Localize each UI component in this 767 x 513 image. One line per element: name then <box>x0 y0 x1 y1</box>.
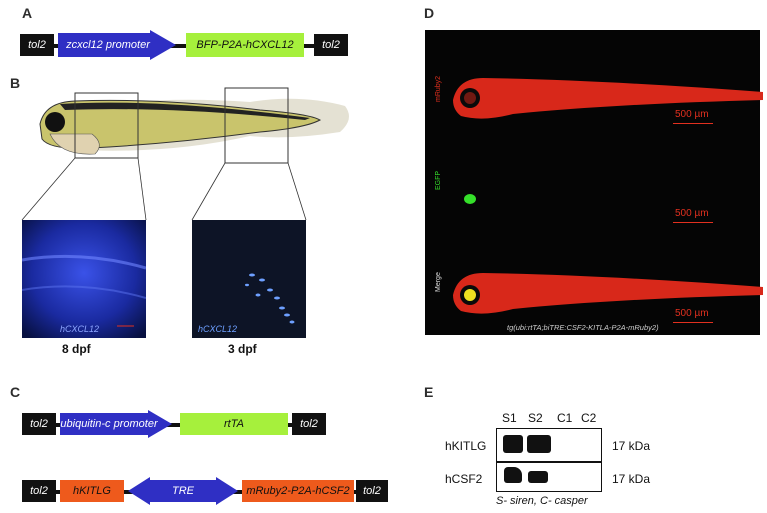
promoter-arrow <box>58 30 176 60</box>
merge-fish <box>453 273 763 314</box>
scale-bar-label-3: 500 µm <box>675 308 709 319</box>
transgenic-line-caption: tg(ubi:rtTA;biTRE:CSF2-KITLA-P2A-mRuby2) <box>507 323 659 332</box>
scale-bar-1 <box>673 123 713 124</box>
zebrafish-larva-illustration <box>21 87 349 221</box>
scale-bar-label-2: 500 µm <box>675 208 709 219</box>
fluorescence-panel: mRuby2 EGFP Merge 500 µm 500 µm 500 µm t… <box>425 30 763 335</box>
tre-label: TRE <box>172 485 194 497</box>
reporter-box: BFP-P2A-hCXCL12 <box>186 33 304 57</box>
channel-label-mruby2: mRuby2 <box>435 75 442 102</box>
scale-bar-label-1: 500 µm <box>675 109 709 120</box>
band-s2 <box>527 435 551 453</box>
tre-bidirectional-arrow <box>128 477 238 505</box>
left-image-label: hCXCL12 <box>60 324 100 334</box>
mruby2-fish <box>453 78 763 119</box>
promoter-label: zcxcl12 promoter <box>66 39 150 51</box>
hkitlg-box: hKITLG <box>60 480 124 502</box>
lane-legend: S- siren, C- casper <box>496 495 588 507</box>
tol2-right-box: tol2 <box>314 34 348 56</box>
ubiquitin-promoter-label: ubiquitin-c promoter <box>60 418 158 430</box>
panel-label-d: D <box>424 5 435 21</box>
channel-label-egfp: EGFP <box>435 170 442 190</box>
mruby2-csf2-box: mRuby2-P2A-hCSF2 <box>242 480 354 502</box>
right-image-label: hCXCL12 <box>198 324 238 334</box>
stage-label-8dpf: 8 dpf <box>62 342 91 356</box>
band-s1 <box>503 435 523 453</box>
band-s2 <box>528 471 548 483</box>
lane-label-c2: C2 <box>581 411 597 425</box>
lane-label-s2: S2 <box>528 411 543 425</box>
stage-label-3dpf: 3 dpf <box>228 342 257 356</box>
tol2-left-box: tol2 <box>20 34 54 56</box>
panel-label-c: C <box>10 384 21 400</box>
ubiquitin-promoter-arrow <box>60 410 172 438</box>
lane-label-c1: C1 <box>557 411 573 425</box>
blot-strip-hcsf2 <box>496 462 602 492</box>
tol2-right-box: tol2 <box>292 413 326 435</box>
fluorescence-image-3dpf <box>192 220 306 338</box>
tol2-left-box: tol2 <box>22 413 56 435</box>
row-label-hcsf2: hCSF2 <box>445 472 483 486</box>
panel-label-a: A <box>22 5 33 21</box>
scale-bar-2 <box>673 222 713 223</box>
channel-label-merge: Merge <box>435 272 442 292</box>
scale-bar-3 <box>673 322 713 323</box>
size-label-hkitlg: 17 kDa <box>612 439 651 453</box>
tol2-left-box: tol2 <box>22 480 56 502</box>
size-label-hcsf2: 17 kDa <box>612 472 651 486</box>
egfp-spot <box>464 194 476 204</box>
blot-strip-hkitlg <box>496 428 602 462</box>
panel-label-e: E <box>424 384 434 400</box>
tol2-right-box: tol2 <box>356 480 388 502</box>
panel-label-b: B <box>10 75 21 91</box>
lane-label-s1: S1 <box>502 411 517 425</box>
band-s1 <box>504 467 522 483</box>
rtta-box: rtTA <box>180 413 288 435</box>
row-label-hkitlg: hKITLG <box>445 439 487 453</box>
fluorescence-image-8dpf <box>22 220 146 338</box>
